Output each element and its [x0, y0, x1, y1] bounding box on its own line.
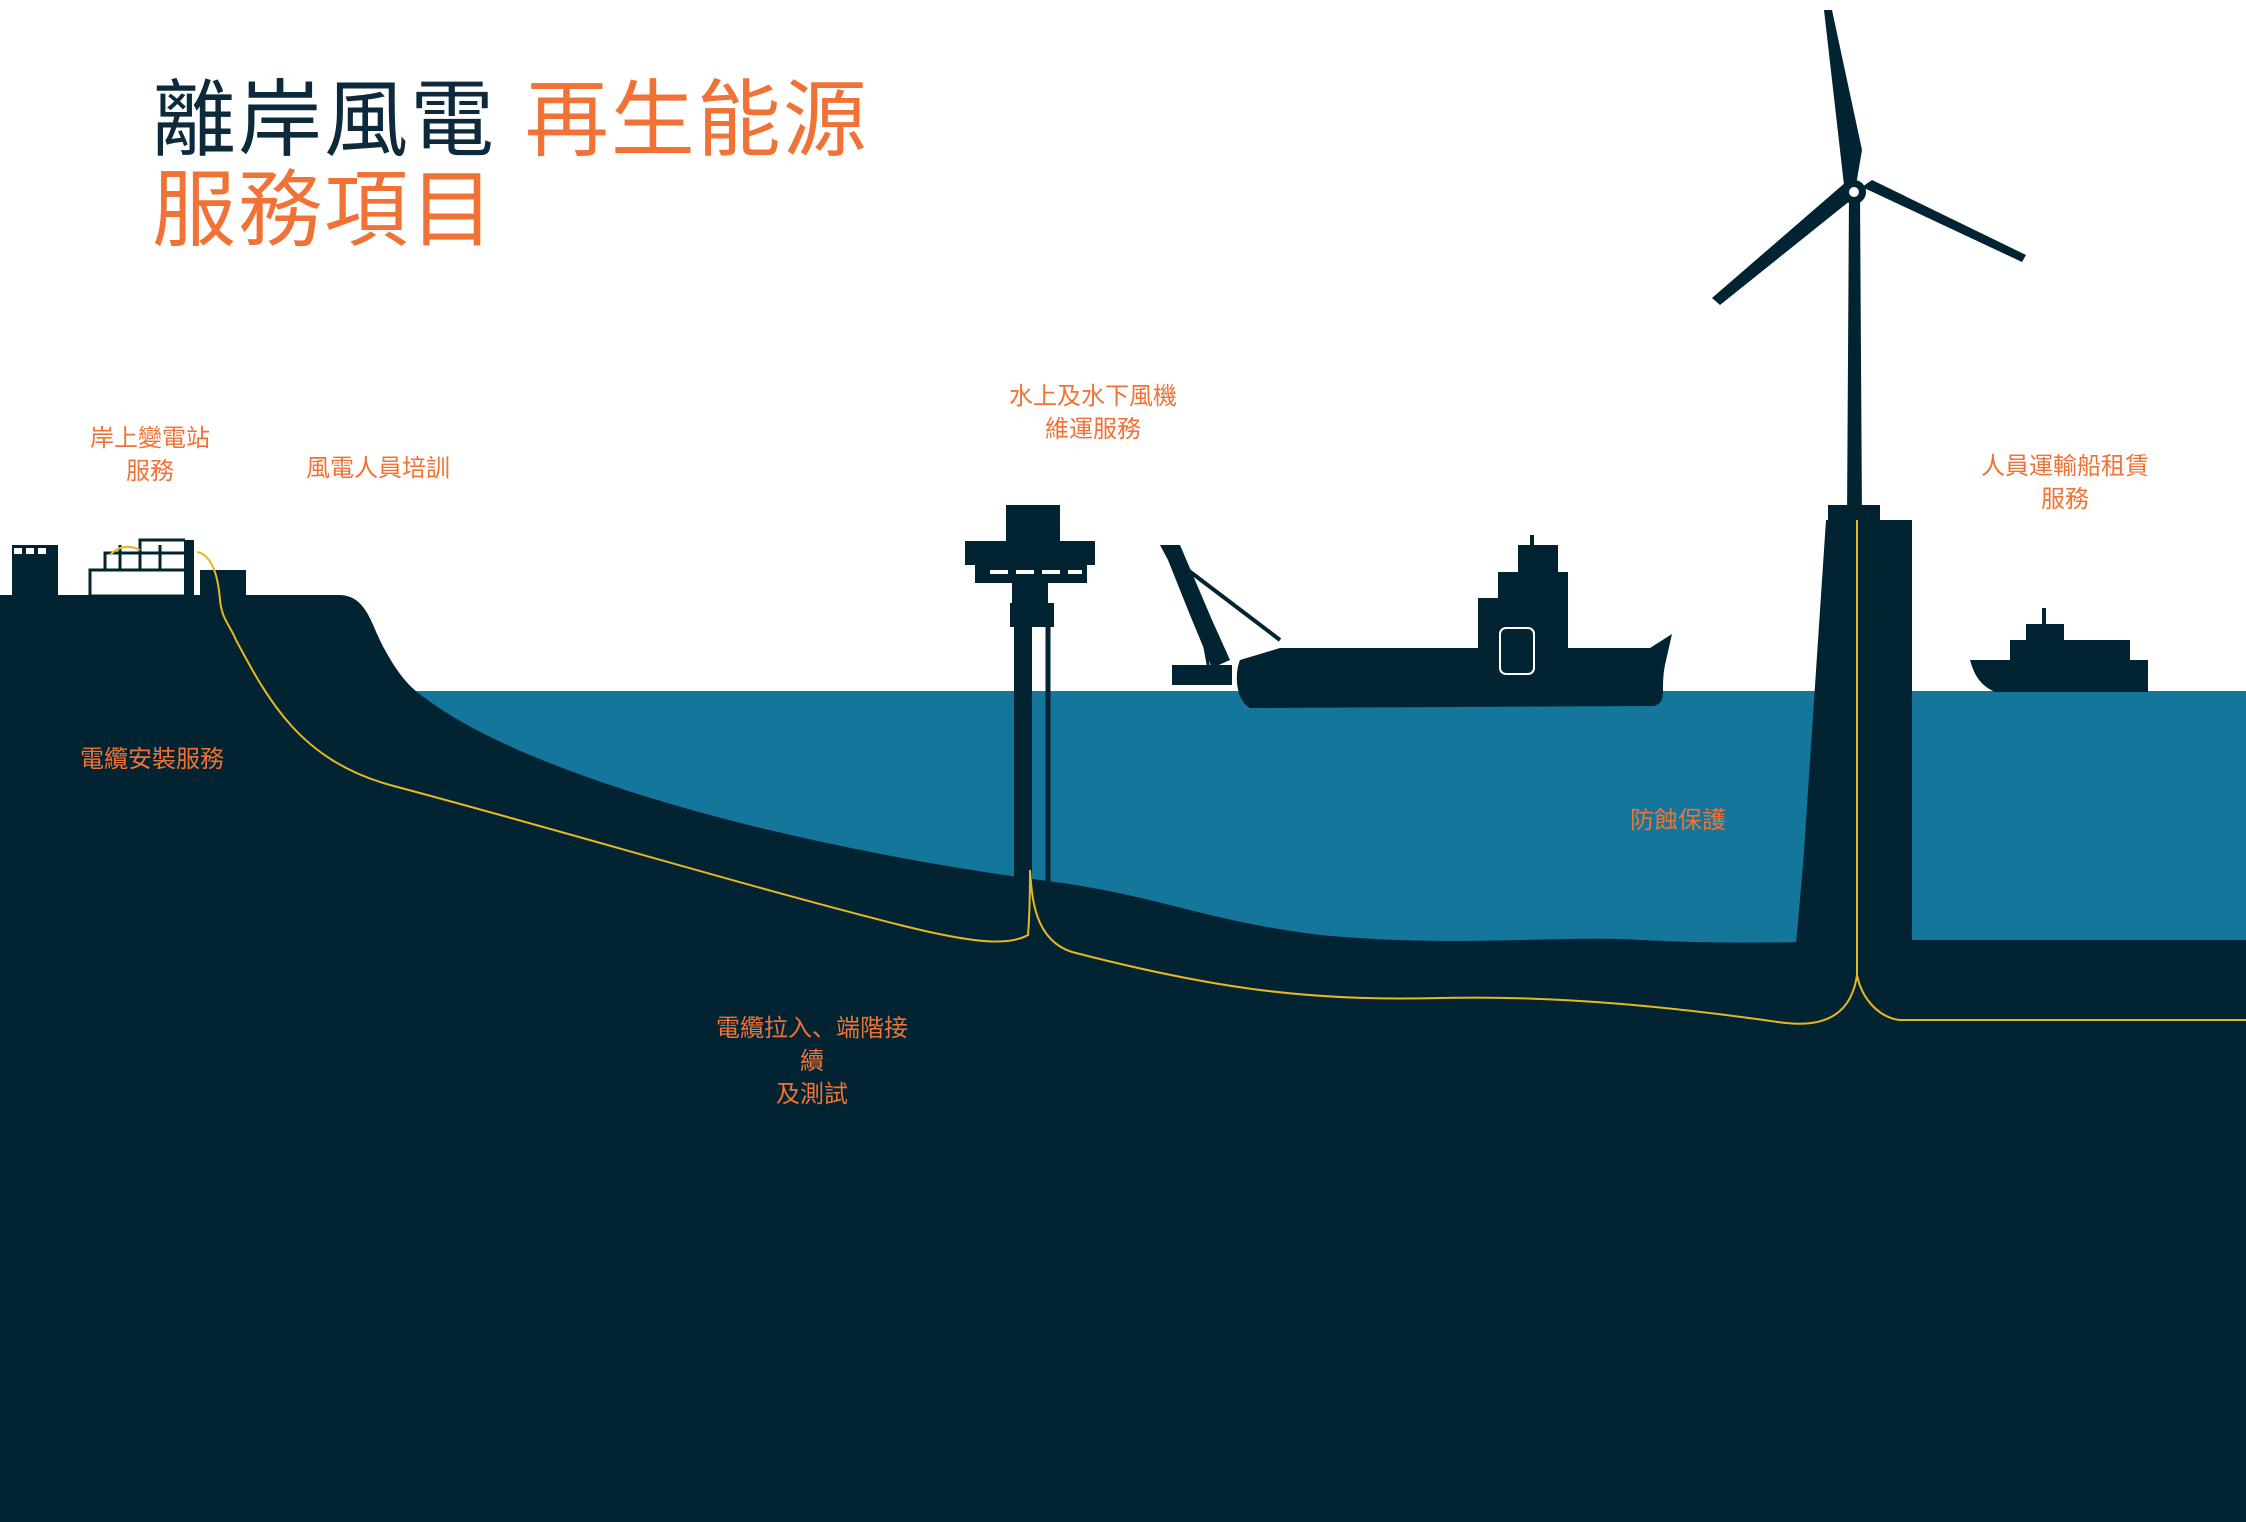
cable-laying-vessel[interactable]: [1160, 535, 1672, 708]
title-offshore-wind: 離岸風電: [152, 71, 497, 169]
export-cable: [196, 520, 2246, 1025]
turbine-tower: [1847, 195, 1862, 520]
crew-transfer-vessel[interactable]: [1970, 608, 2148, 692]
label-onshore-substation[interactable]: 岸上變電站 服務: [90, 424, 210, 485]
label-corrosion-protection[interactable]: 防蝕保護: [1630, 806, 1726, 834]
turbine-blade-left: [1712, 182, 1856, 305]
land-and-seabed: [0, 520, 2246, 1522]
label-training[interactable]: 風電人員培訓: [306, 454, 450, 482]
page-title-line2: 服務項目: [152, 168, 496, 252]
label-vessel-charter[interactable]: 人員運輸船租賃 服務: [1981, 452, 2149, 513]
title-renewable-energy: 再生能源: [524, 71, 869, 169]
page-title-line1: 離岸風電 再生能源: [152, 78, 869, 162]
offshore-substation-platform[interactable]: [965, 505, 1095, 882]
label-turbine-maintenance[interactable]: 水上及水下風機 維運服務: [1009, 382, 1177, 443]
title-service-items: 服務項目: [152, 161, 497, 259]
label-cable-install[interactable]: 電纜安裝服務: [80, 745, 224, 773]
turbine-foundation[interactable]: [1796, 540, 1912, 944]
turbine-blade-up: [1824, 10, 1862, 185]
onshore-substation[interactable]: [12, 538, 246, 598]
turbine-blade-right: [1862, 180, 2026, 262]
label-cable-pull-in[interactable]: 電纜拉入、端階接 續 及測試: [716, 1014, 908, 1108]
